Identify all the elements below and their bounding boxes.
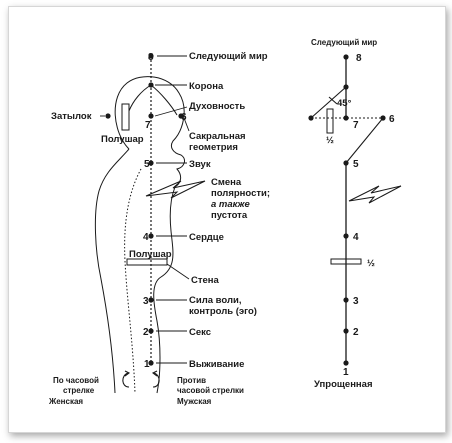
right-dot-1 [343,360,349,366]
crown-lines [128,84,178,116]
chakra-dot-4 [148,233,154,239]
label-hemisphere-chest: Полушар [129,249,172,260]
chakra-number-3: 3 [143,296,149,307]
right-lightning-bolt-icon [348,185,402,204]
chakra-number-8: 8 [148,52,154,63]
right-bottom-label: Упрощенная [314,379,373,390]
chakra-diagram: 8 7 6 5 4 3 2 1 Следующий мир Корона Дух… [48,38,402,406]
right-number-1: 1 [343,367,349,378]
label-spirituality: Духовность [189,101,245,112]
right-half-bar-lower [330,258,362,265]
crown-dot [148,82,154,88]
figure-frame: 8 7 6 5 4 3 2 1 Следующий мир Корона Дух… [8,6,446,433]
label-polarity-1: Смена [211,177,242,188]
label-survival: Выживание [189,359,244,370]
label-wall: Стена [191,275,220,286]
label-male: Мужская [177,397,212,406]
label-heart: Сердце [189,232,224,243]
label-polarity-2: полярности; [211,188,270,199]
chakra-number-6: 6 [181,112,187,123]
label-sacred-geometry-1: Сакральная [189,131,246,142]
label-sound: Звук [189,159,211,170]
label-willpower-2: контроль (эго) [189,306,257,317]
chakra-number-2: 2 [143,327,149,338]
label-polarity-3: а также [211,199,250,210]
occiput-dot [105,113,111,119]
right-number-7: 7 [353,120,359,131]
right-dot-2 [343,328,349,334]
label-counter-2: часовой стрелки [177,386,244,395]
right-half-bar-upper [326,108,334,134]
right-dot-8 [343,54,349,60]
right-number-3: 3 [353,296,359,307]
chakra-dot-3 [148,297,154,303]
leader-lines [100,55,190,364]
chakra-number-1: 1 [144,359,150,370]
hemisphere-bar-chest [126,258,168,266]
label-clockwise-1: По часовой [53,376,99,385]
right-half-lower: ½ [367,258,375,269]
label-clockwise-2: стрелке [63,386,95,395]
right-number-2: 2 [353,327,359,338]
label-crown: Корона [189,81,224,92]
right-dot-4 [343,233,349,239]
chakra-number-5: 5 [144,159,150,170]
chakra-dot-5 [148,160,154,166]
right-dot-3 [343,297,349,303]
right-angle-label: 45° [337,98,352,109]
hemisphere-bar-head [121,103,130,131]
right-figure: Следующий мир 8 7 6 5 4 3 2 1 45° ½ [308,38,402,390]
label-female: Женская [48,397,83,406]
rotation-arrows-icon [122,370,160,388]
chakra-dot-8 [148,53,154,59]
label-sacred-geometry-2: геометрия [189,142,238,153]
right-dot-occiput [308,115,314,121]
chakra-dot-7 [148,113,154,119]
chakra-dot-1 [148,360,154,366]
chakra-dot-6 [178,113,184,119]
chakra-number-7: 7 [145,120,151,131]
right-number-6: 6 [389,114,395,125]
lightning-bolt-icon [145,180,206,199]
right-top-label: Следующий мир [311,38,377,47]
right-number-4: 4 [353,232,359,243]
left-figure: 8 7 6 5 4 3 2 1 Следующий мир Корона Дух… [48,51,270,406]
chakra-number-4: 4 [143,232,149,243]
label-occiput: Затылок [51,111,92,122]
right-number-5: 5 [353,159,359,170]
label-next-world: Следующий мир [189,51,268,62]
label-polarity-4: пустота [211,210,248,221]
body-silhouette [94,76,185,394]
right-dot-7 [343,115,349,121]
label-hemisphere-head: Полушар [101,134,144,145]
body-inner-dotted [124,168,142,394]
chakra-dot-2 [148,328,154,334]
right-half-upper: ½ [326,135,334,146]
label-sex: Секс [189,327,211,338]
label-counter-1: Против [177,376,206,385]
right-number-8: 8 [356,53,362,64]
right-dot-5 [343,160,349,166]
right-dot-6 [380,115,386,121]
label-willpower-1: Сила воли, [189,295,241,306]
right-dot-crown [343,84,349,90]
